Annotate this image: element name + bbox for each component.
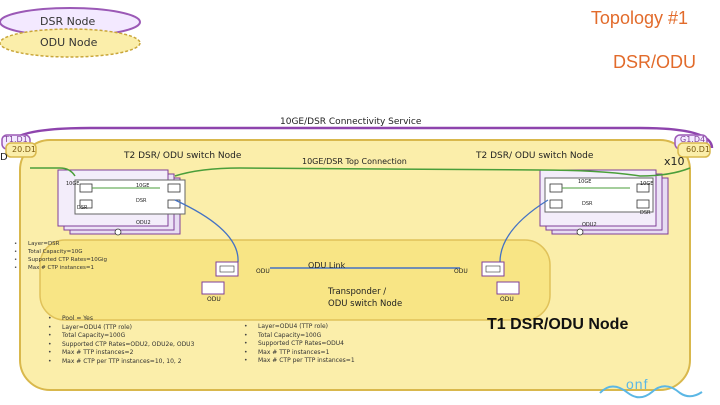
left-edge-box-b	[5, 142, 37, 158]
t2-right-port-icon-d	[636, 199, 650, 209]
dsr-property: Max # CTP instances=1	[14, 264, 107, 272]
odu-property-right: Max # CTP per TTP instances=1	[244, 357, 355, 366]
service-label: 10GE/DSR Connectivity Service	[280, 117, 422, 127]
left-edge-label-b: 20.D1	[12, 145, 36, 154]
t2-left-dsr-label-b: DSR	[136, 198, 147, 204]
top-connection-line	[30, 167, 691, 177]
odu-property-right: Supported CTP Rates=ODU4	[244, 340, 355, 349]
dsr-property: Layer=DSR	[14, 240, 107, 248]
t2-right-title: T2 DSR/ ODU switch Node	[476, 151, 594, 161]
odu-property-left: Layer=ODU4 (TTP role)	[48, 324, 194, 333]
onf-logo: onf	[626, 376, 649, 392]
t2-left-port-icon-c	[167, 183, 181, 193]
left-edge-label-a: T1.D1	[4, 135, 28, 144]
odu-property-left: Max # CTP per TTP instances=10, 10, 2	[48, 358, 194, 367]
t2-right-odu-circle	[576, 228, 584, 236]
t2-right-port-icon-a	[549, 183, 563, 193]
t2-left-inner	[74, 179, 186, 215]
legend-odu-label: ODU Node	[40, 36, 98, 49]
t1-node-title: T1 DSR/ODU Node	[487, 316, 629, 333]
blue-connector-left	[174, 199, 239, 263]
odu-property-left: Supported CTP Rates=ODU2, ODU2e, ODU3	[48, 341, 194, 350]
transponder-label-line1: Transponder /	[328, 287, 387, 297]
odu-left-icon	[201, 281, 225, 295]
pool-left-inner	[219, 265, 235, 273]
t2-right-inner	[544, 177, 654, 213]
top-connection-label: 10GE/DSR Top Connection	[302, 157, 407, 166]
t2-right-port-icon-b	[549, 199, 563, 209]
odu-properties-right: Layer=ODU4 (TTP role) Total Capacity=100…	[244, 323, 355, 366]
dsr-property: Supported CTP Rates=10Gig	[14, 256, 107, 264]
t2-left-dsr-label: DSR	[77, 205, 88, 211]
legend-dsr-label: DSR Node	[40, 15, 96, 28]
odu-property-right: Layer=ODU4 (TTP role)	[244, 323, 355, 332]
right-edge-label-a: G1.D4	[680, 135, 706, 144]
odu-property-left: Total Capacity=100G	[48, 332, 194, 341]
blue-connector-right	[499, 199, 549, 263]
t2-right-dsr-label-b: DSR	[640, 210, 651, 216]
t2-left-odu-circle	[114, 228, 122, 236]
right-edge-box-b	[677, 142, 711, 158]
pool-left-label: ODU	[207, 296, 221, 303]
odu-link-left-label: ODU	[256, 268, 270, 275]
page-title: Topology #1	[590, 8, 688, 28]
t2-left-port-icon-a	[79, 183, 93, 193]
pool-right-inner	[485, 265, 501, 273]
dsr-property: Total Capacity=10G	[14, 248, 107, 256]
left-edge-cut-label: D	[0, 152, 8, 163]
onf-logo-mark	[599, 385, 703, 399]
right-edge-label-b: 60.D1	[686, 145, 710, 154]
odu-right-icon	[496, 281, 520, 295]
t2-right-port-label: 10GE	[578, 179, 592, 185]
transponder-container	[39, 239, 551, 321]
t2-right-dsr-label: DSR	[582, 201, 593, 207]
t2-left-port-icon-d	[167, 199, 181, 209]
odu-property-right: Max # TTP instances=1	[244, 349, 355, 358]
t2-left-port-label: 10GE	[66, 181, 80, 187]
t2-left-port-label-b: 10GE	[136, 183, 150, 189]
legend-odu-ellipse	[0, 28, 141, 58]
odu-property-right: Total Capacity=100G	[244, 332, 355, 341]
t2-right-port-label-b: 10GE	[640, 181, 654, 187]
t2-right-odu2-label: ODU2	[582, 222, 597, 228]
odu-link-right-label: ODU	[454, 268, 468, 275]
transponder-label-line2: ODU switch Node	[328, 299, 403, 309]
odu-property-left: Pool = Yes	[48, 315, 194, 324]
t2-left-port-icon-b	[79, 199, 93, 209]
pool-right-label: ODU	[500, 296, 514, 303]
right-count-label: x10	[664, 155, 685, 168]
odu-properties-left: Pool = Yes Layer=ODU4 (TTP role) Total C…	[48, 315, 194, 366]
odu-property-left: Max # TTP instances=2	[48, 349, 194, 358]
dsr-properties-list: Layer=DSR Total Capacity=10G Supported C…	[14, 240, 107, 272]
page-subtitle: DSR/ODU	[612, 52, 696, 72]
t2-left-title: T2 DSR/ ODU switch Node	[124, 151, 242, 161]
odu-link-label: ODU Link	[308, 261, 346, 270]
t2-left-odu2-label: ODU2	[136, 220, 151, 226]
t2-right-port-icon-c	[636, 183, 650, 193]
